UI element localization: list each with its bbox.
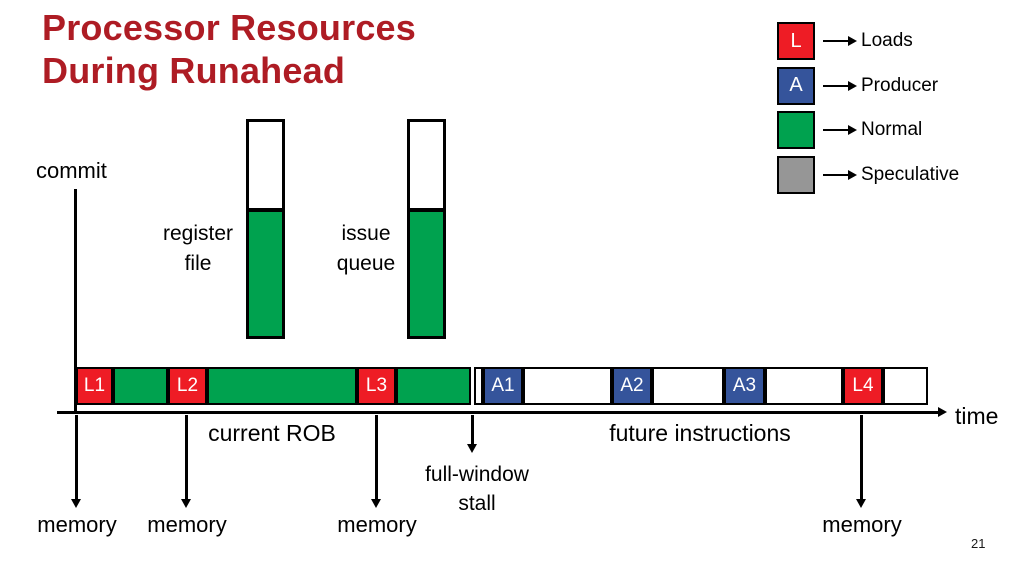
time-axis-arrow	[57, 407, 947, 417]
legend-label: Normal	[861, 119, 923, 141]
timeline-segment-empty	[474, 367, 483, 405]
timeline-segment-a2: A2	[612, 367, 652, 405]
timeline-segment-label: A1	[491, 375, 515, 396]
legend-arrow-icon	[823, 125, 857, 136]
full-window-stall-line1: full-window	[425, 463, 529, 486]
timeline-segment-l2: L2	[168, 367, 207, 405]
legend-swatch-speculative	[777, 155, 815, 194]
future-instructions-label: future instructions	[609, 420, 791, 446]
full-window-stall-label: full-window stall	[397, 460, 557, 518]
issue-queue-label: issue queue	[311, 219, 421, 279]
slide-title: Processor Resources During Runahead	[42, 6, 416, 92]
timeline-segment-label: A3	[732, 375, 757, 396]
issue-queue-label-line1: issue	[341, 222, 391, 245]
timeline-segment-l4: L4	[843, 367, 883, 405]
register-file-label-line1: register	[162, 222, 234, 245]
timeline-segment-normal	[113, 367, 168, 405]
timeline-segment-label: L3	[365, 375, 388, 396]
memory-arrow	[71, 415, 81, 508]
page-number: 21	[971, 536, 986, 551]
legend-label: Producer	[861, 74, 939, 96]
timeline-segment-a3: A3	[724, 367, 765, 405]
legend-arrow-icon	[823, 169, 857, 180]
legend-label: Loads	[861, 30, 913, 51]
timeline-segment-label: L4	[852, 375, 874, 396]
register-file-label: register file	[143, 219, 253, 279]
memory-arrow	[856, 415, 866, 508]
timeline-segment-l1: L1	[76, 367, 113, 405]
register-file-label-line2: file	[184, 252, 212, 275]
timeline-segment-empty	[523, 367, 612, 405]
legend-swatch-normal	[777, 111, 815, 150]
legend-swatch-producer: A	[777, 66, 815, 105]
legend-item-speculative: Speculative	[777, 155, 1023, 194]
issue-queue-label-line2: queue	[336, 252, 396, 275]
legend-label: Speculative	[861, 163, 960, 185]
full-window-stall-arrow	[467, 415, 477, 453]
timeline-segment-empty	[883, 367, 928, 405]
timeline-segment-a1: A1	[483, 367, 523, 405]
timeline-segment-l3: L3	[357, 367, 396, 405]
memory-label: memory	[822, 512, 902, 537]
legend-item-normal: Normal	[777, 111, 1023, 150]
slide-title-line2: During Runahead	[42, 50, 346, 91]
timeline-segment-label: L2	[176, 375, 199, 396]
memory-arrow	[181, 415, 191, 508]
timeline-segment-empty	[652, 367, 724, 405]
register-file-fill	[249, 207, 282, 336]
time-axis-label: time	[955, 403, 999, 429]
timeline-segment-normal	[396, 367, 471, 405]
commit-line	[74, 189, 77, 412]
memory-arrow	[371, 415, 381, 508]
legend-arrow-icon	[823, 36, 857, 46]
timeline-segment-label: L1	[83, 375, 106, 396]
slide-title-line1: Processor Resources	[42, 7, 416, 48]
timeline-segment-empty	[765, 367, 843, 405]
commit-label: commit	[36, 158, 107, 183]
timeline-segment-label: A2	[620, 375, 644, 396]
full-window-stall-line2: stall	[458, 492, 496, 515]
memory-label: memory	[37, 512, 117, 537]
legend-swatch-loads: L	[777, 22, 815, 60]
legend-arrow-icon	[823, 80, 857, 91]
memory-label: memory	[147, 512, 227, 537]
legend-item-producer: A Producer	[777, 66, 1023, 105]
timeline-segment-normal	[207, 367, 357, 405]
memory-label: memory	[337, 512, 417, 537]
register-file-bar	[246, 119, 285, 339]
issue-queue-fill	[410, 207, 443, 336]
current-rob-label: current ROB	[208, 420, 336, 446]
legend-item-loads: L Loads	[777, 22, 1023, 60]
issue-queue-bar	[407, 119, 446, 339]
